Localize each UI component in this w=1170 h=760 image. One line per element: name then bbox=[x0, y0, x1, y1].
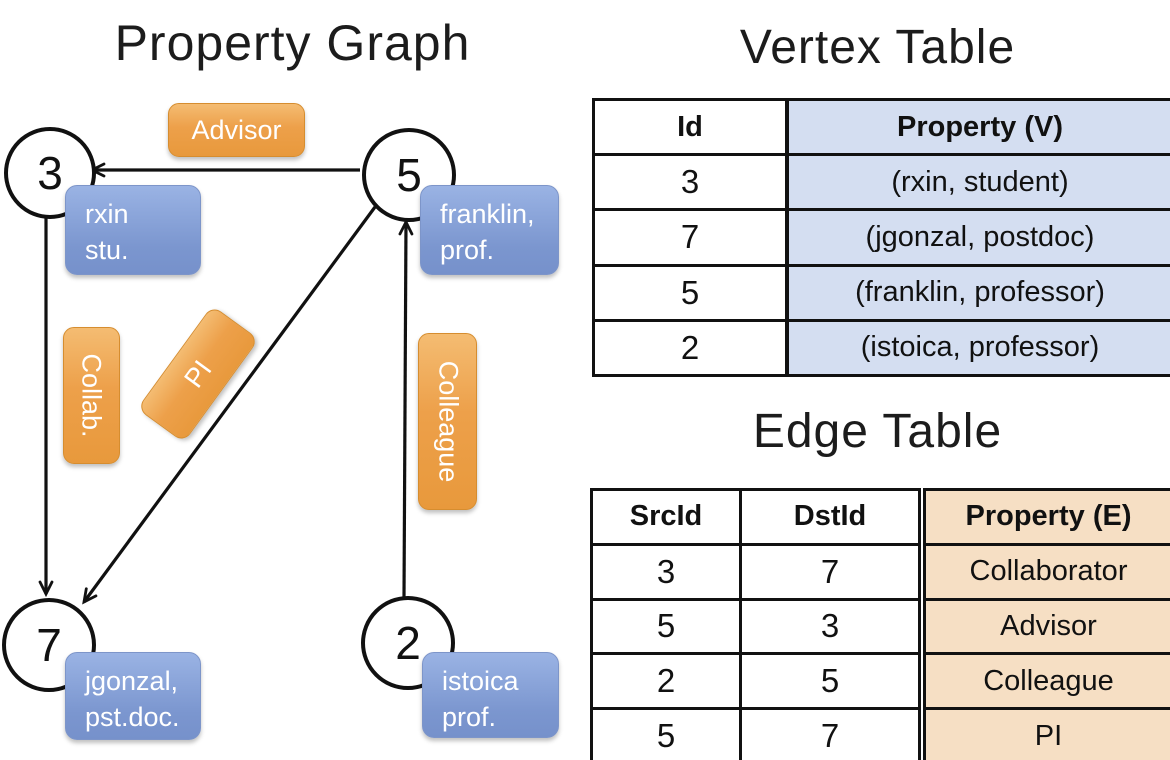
vertex-label-line1: franklin, bbox=[440, 199, 535, 229]
vertex-property-cell: (franklin, professor) bbox=[789, 266, 1170, 319]
vertex-label-istoica: istoica prof. bbox=[422, 652, 559, 738]
edge-srcid-cell: 5 bbox=[593, 710, 739, 760]
vertex-label-line2: prof. bbox=[442, 702, 497, 732]
edge-table-header-property: Property (E) bbox=[926, 491, 1170, 543]
vertex-table-header-property: Property (V) bbox=[789, 101, 1170, 154]
vertex-table-property-column: Property (V) (rxin, student) (jgonzal, p… bbox=[786, 98, 1170, 377]
vertex-label-franklin: franklin, prof. bbox=[420, 185, 559, 275]
edge-label-colleague: Colleague bbox=[418, 333, 477, 510]
node-id-label: 5 bbox=[396, 149, 422, 201]
edge-line-colleague-2-to-5 bbox=[404, 222, 406, 598]
edge-table-id-columns: SrcId DstId 3 7 5 3 2 5 5 7 bbox=[590, 488, 921, 760]
vertex-property-cell: (istoica, professor) bbox=[789, 321, 1170, 374]
edge-table-property-column: Property (E) Collaborator Advisor Collea… bbox=[923, 488, 1170, 760]
edge-label-text: PI bbox=[177, 354, 218, 393]
edge-dstid-cell: 3 bbox=[742, 600, 918, 653]
edge-property-cell: PI bbox=[926, 710, 1170, 760]
vertex-id-cell: 3 bbox=[595, 156, 785, 209]
edge-property-cell: Advisor bbox=[926, 600, 1170, 653]
edge-label-text: Collab. bbox=[77, 353, 108, 438]
vertex-id-cell: 2 bbox=[595, 321, 785, 374]
edge-property-cell: Collaborator bbox=[926, 545, 1170, 598]
edge-srcid-cell: 3 bbox=[593, 545, 739, 598]
edge-dstid-cell: 7 bbox=[742, 545, 918, 598]
edge-label-collab: Collab. bbox=[63, 327, 120, 464]
vertex-label-line1: jgonzal, bbox=[85, 666, 179, 696]
vertex-property-cell: (jgonzal, postdoc) bbox=[789, 211, 1170, 264]
vertex-label-line2: prof. bbox=[440, 235, 495, 265]
node-id-label: 2 bbox=[395, 617, 421, 669]
node-id-label: 7 bbox=[36, 619, 62, 671]
vertex-label-rxin: rxin stu. bbox=[65, 185, 201, 275]
edge-label-text: Advisor bbox=[191, 114, 282, 145]
edge-line-pi-5-to-7 bbox=[84, 206, 377, 602]
vertex-id-cell: 5 bbox=[595, 266, 785, 319]
edge-srcid-cell: 2 bbox=[593, 655, 739, 708]
vertex-table-header-id: Id bbox=[595, 101, 785, 154]
node-id-label: 3 bbox=[37, 147, 63, 199]
edge-label-text: Colleague bbox=[433, 360, 463, 483]
edge-dstid-cell: 7 bbox=[742, 710, 918, 760]
edge-table-header-srcid: SrcId bbox=[593, 491, 739, 543]
edge-label-advisor: Advisor bbox=[168, 103, 305, 157]
edge-table-header-dstid: DstId bbox=[742, 491, 918, 543]
edge-property-cell: Colleague bbox=[926, 655, 1170, 708]
vertex-table-title: Vertex Table bbox=[739, 21, 1016, 74]
edge-srcid-cell: 5 bbox=[593, 600, 739, 653]
vertex-label-line2: pst.doc. bbox=[85, 702, 180, 732]
property-graph-title: Property Graph bbox=[114, 15, 471, 71]
edge-dstid-cell: 5 bbox=[742, 655, 918, 708]
vertex-label-jgonzal: jgonzal, pst.doc. bbox=[65, 652, 201, 740]
vertex-table-id-column: Id 3 7 5 2 bbox=[592, 98, 788, 377]
vertex-label-line1: istoica bbox=[442, 666, 519, 696]
vertex-label-line1: rxin bbox=[85, 199, 129, 229]
vertex-id-cell: 7 bbox=[595, 211, 785, 264]
edge-table-title: Edge Table bbox=[752, 405, 1003, 458]
vertex-property-cell: (rxin, student) bbox=[789, 156, 1170, 209]
vertex-label-line2: stu. bbox=[85, 235, 129, 265]
graph-canvas bbox=[0, 0, 585, 760]
graph-node-2: 2 bbox=[361, 596, 455, 690]
